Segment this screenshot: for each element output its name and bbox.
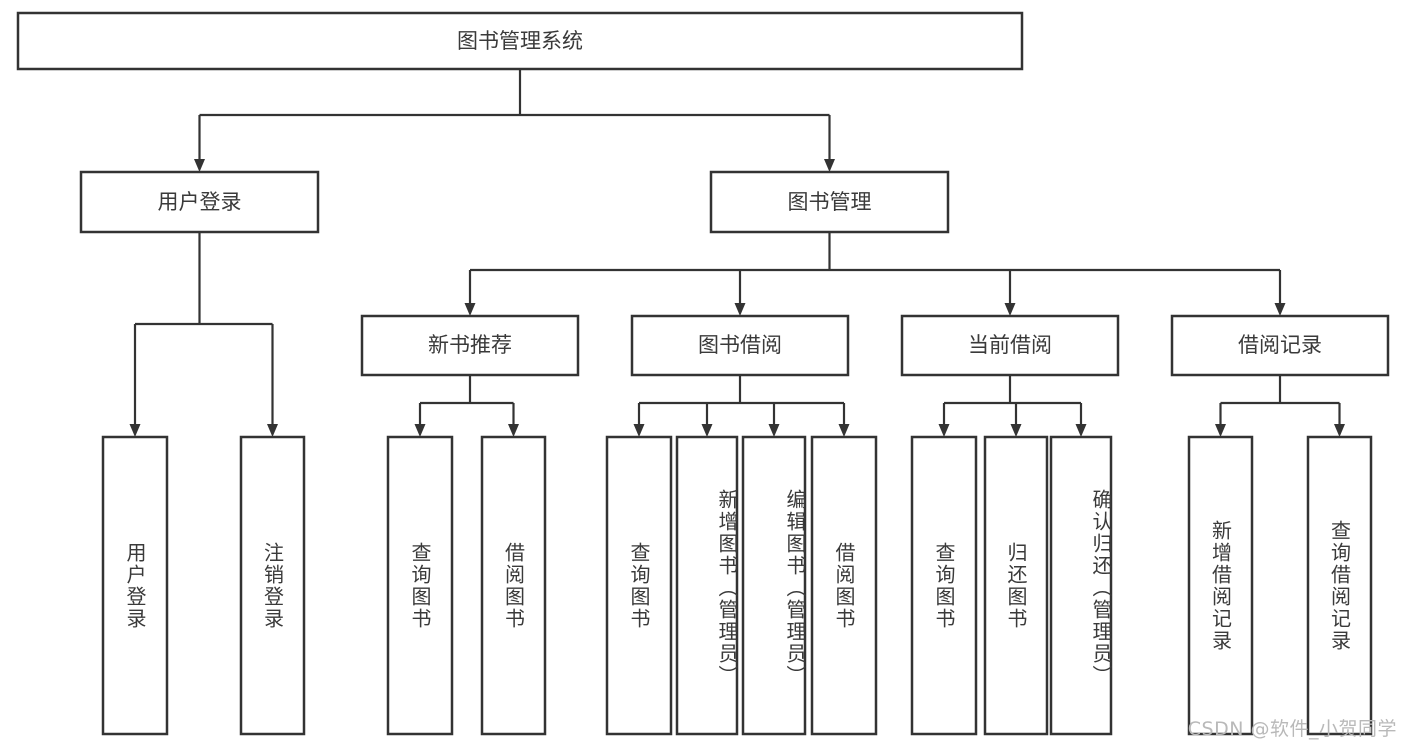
node-box-leaf-query-record[interactable] [1306, 435, 1373, 736]
node-box-l3-current-borrow[interactable] [900, 314, 1120, 377]
arrow-head [824, 159, 835, 172]
arrow-head [1010, 424, 1022, 437]
node-box-leaf-confirm-return[interactable] [1049, 435, 1113, 736]
arrow-head [414, 424, 426, 437]
node-box-l2-user-login[interactable] [79, 170, 320, 234]
node-box-leaf-return-book[interactable] [983, 435, 1049, 736]
node-layer [16, 11, 1390, 736]
watermark-text: CSDN @软件_小贺同学 [1187, 718, 1397, 740]
connector-layer [129, 69, 1345, 437]
arrow-head [734, 303, 746, 316]
node-box-l2-book-mgmt[interactable] [709, 170, 950, 234]
arrow-head [508, 424, 519, 437]
node-box-leaf-user-login[interactable] [101, 435, 169, 736]
arrow-head [938, 424, 950, 437]
arrow-head [633, 424, 645, 437]
arrow-head [267, 424, 278, 437]
node-box-l3-book-borrow[interactable] [630, 314, 850, 377]
node-box-leaf-borrow-book-2[interactable] [810, 435, 878, 736]
arrow-head [838, 424, 850, 437]
node-box-l3-new-book-rec[interactable] [360, 314, 580, 377]
arrow-head [701, 424, 713, 437]
node-box-leaf-query-book-1[interactable] [386, 435, 454, 736]
node-box-leaf-add-book[interactable] [675, 435, 739, 736]
arrow-head [768, 424, 780, 437]
arrow-head [194, 159, 205, 172]
arrow-head [1215, 424, 1226, 437]
arrow-head [1334, 424, 1345, 437]
node-box-root[interactable] [16, 11, 1024, 71]
node-box-leaf-edit-book[interactable] [741, 435, 807, 736]
node-box-leaf-query-book-2[interactable] [605, 435, 673, 736]
arrow-head [464, 303, 476, 316]
arrow-head [129, 424, 141, 437]
arrow-head [1075, 424, 1087, 437]
arrow-head [1274, 303, 1286, 316]
node-box-leaf-borrow-book-1[interactable] [480, 435, 547, 736]
node-box-l3-borrow-record[interactable] [1170, 314, 1390, 377]
node-box-leaf-add-record[interactable] [1187, 435, 1254, 736]
arrow-head [1004, 303, 1016, 316]
node-box-leaf-logout[interactable] [239, 435, 306, 736]
node-box-leaf-query-book-3[interactable] [910, 435, 978, 736]
